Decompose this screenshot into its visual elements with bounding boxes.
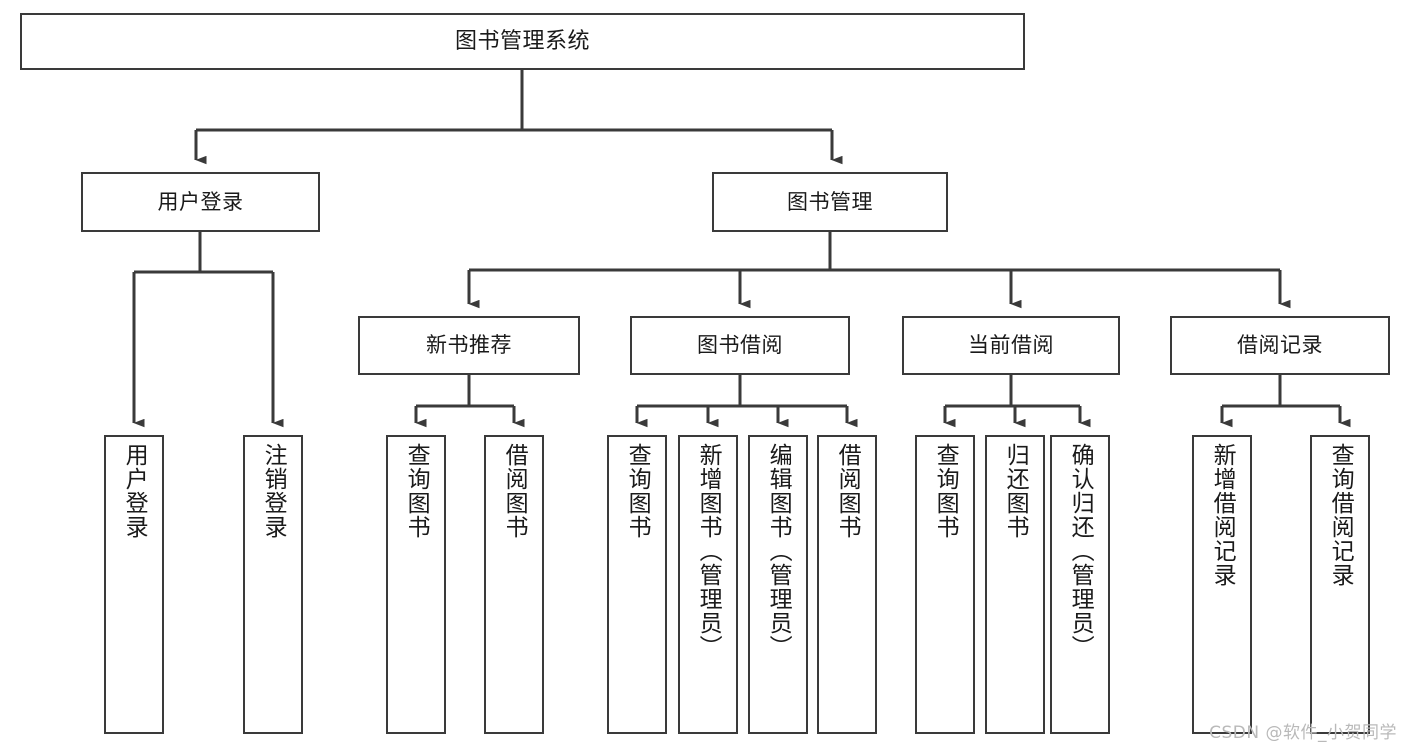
node-leaf-borrow-book-1[interactable]: 借阅图书	[484, 435, 544, 734]
node-leaf-add-record[interactable]: 新增借阅记录	[1192, 435, 1252, 734]
node-user-login[interactable]: 用户登录	[81, 172, 320, 232]
node-new-book-rec[interactable]: 新书推荐	[358, 316, 580, 375]
node-root[interactable]: 图书管理系统	[20, 13, 1025, 70]
node-leaf-user-login-label: 用户登录	[121, 443, 148, 539]
node-leaf-logout[interactable]: 注销登录	[243, 435, 303, 734]
node-leaf-query-record[interactable]: 查询借阅记录	[1310, 435, 1370, 734]
node-leaf-query-book-2-label: 查询图书	[624, 443, 651, 539]
node-leaf-query-book-1[interactable]: 查询图书	[386, 435, 446, 734]
node-leaf-edit-book[interactable]: 编辑图书（管理员）	[748, 435, 808, 734]
node-book-borrow-label: 图书借阅	[697, 333, 783, 358]
node-leaf-query-book-2[interactable]: 查询图书	[607, 435, 667, 734]
node-leaf-return-book[interactable]: 归还图书	[985, 435, 1045, 734]
watermark-text: CSDN @软件_小贺同学	[1209, 723, 1397, 743]
node-leaf-borrow-book-1-label: 借阅图书	[501, 443, 528, 539]
node-leaf-query-book-3[interactable]: 查询图书	[915, 435, 975, 734]
node-book-manage-label: 图书管理	[787, 189, 873, 214]
node-leaf-add-book-label: 新增图书（管理员）	[695, 443, 722, 659]
node-leaf-query-book-3-label: 查询图书	[932, 443, 959, 539]
node-borrow-record-label: 借阅记录	[1237, 333, 1323, 358]
node-root-label: 图书管理系统	[454, 28, 590, 54]
node-leaf-query-book-1-label: 查询图书	[403, 443, 430, 539]
node-leaf-return-book-label: 归还图书	[1002, 443, 1029, 539]
node-leaf-borrow-book-2-label: 借阅图书	[834, 443, 861, 539]
node-leaf-user-login[interactable]: 用户登录	[104, 435, 164, 734]
node-current-borrow-label: 当前借阅	[968, 333, 1054, 358]
node-new-book-rec-label: 新书推荐	[426, 333, 512, 358]
node-borrow-record[interactable]: 借阅记录	[1170, 316, 1390, 375]
node-leaf-confirm-return[interactable]: 确认归还（管理员）	[1050, 435, 1110, 734]
node-leaf-add-book[interactable]: 新增图书（管理员）	[678, 435, 738, 734]
node-leaf-add-record-label: 新增借阅记录	[1209, 443, 1236, 587]
node-leaf-confirm-return-label: 确认归还（管理员）	[1067, 443, 1094, 659]
node-book-borrow[interactable]: 图书借阅	[630, 316, 850, 375]
node-leaf-borrow-book-2[interactable]: 借阅图书	[817, 435, 877, 734]
node-leaf-edit-book-label: 编辑图书（管理员）	[765, 443, 792, 659]
node-user-login-label: 用户登录	[157, 189, 244, 214]
node-leaf-query-record-label: 查询借阅记录	[1327, 443, 1354, 587]
node-book-manage[interactable]: 图书管理	[712, 172, 948, 232]
node-current-borrow[interactable]: 当前借阅	[902, 316, 1120, 375]
node-leaf-logout-label: 注销登录	[260, 443, 287, 539]
